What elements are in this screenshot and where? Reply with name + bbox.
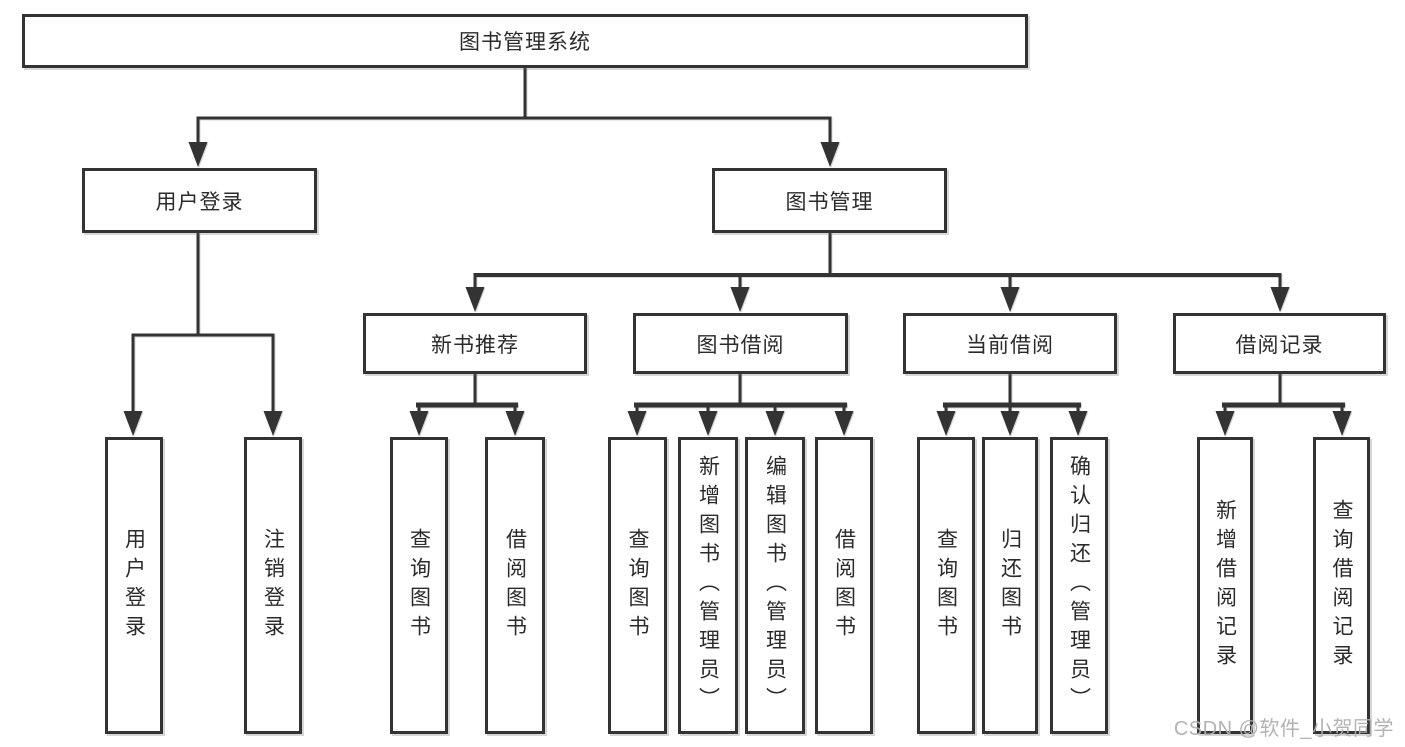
node-current-borrowing: 当前借阅 bbox=[903, 313, 1117, 374]
node-root-system: 图书管理系统 bbox=[22, 14, 1028, 68]
leaf-label: 查询图书 bbox=[934, 527, 958, 644]
leaf-label: 借阅图书 bbox=[503, 527, 527, 644]
leaf-add-borrow-record: 新增借阅记录 bbox=[1197, 437, 1253, 734]
leaf-label: 新增借阅记录 bbox=[1213, 498, 1237, 673]
leaf-query-books-borrowing: 查询图书 bbox=[608, 437, 667, 734]
node-book-borrowing: 图书借阅 bbox=[633, 313, 848, 374]
leaf-edit-books-admin: 编辑图书（管理员） bbox=[745, 437, 805, 734]
node-new-book-recommend: 新书推荐 bbox=[363, 313, 587, 374]
leaf-label: 新增图书（管理员） bbox=[696, 455, 720, 716]
leaf-label: 查询图书 bbox=[626, 527, 649, 644]
leaf-borrow-books: 借阅图书 bbox=[815, 437, 873, 734]
leaf-query-books-current: 查询图书 bbox=[917, 437, 975, 734]
leaf-label: 用户登录 bbox=[122, 527, 146, 644]
leaf-return-books: 归还图书 bbox=[982, 437, 1038, 734]
csdn-watermark: CSDN @软件_小贺同学 bbox=[1173, 718, 1394, 740]
leaf-label: 查询图书 bbox=[407, 527, 431, 644]
leaf-logout: 注销登录 bbox=[244, 437, 302, 734]
leaf-add-books-admin: 新增图书（管理员） bbox=[678, 437, 738, 734]
node-book-management: 图书管理 bbox=[712, 168, 947, 233]
leaf-label: 查询借阅记录 bbox=[1330, 498, 1353, 673]
leaf-label: 注销登录 bbox=[261, 527, 285, 644]
leaf-label: 归还图书 bbox=[998, 527, 1022, 644]
leaf-confirm-return-admin: 确认归还（管理员） bbox=[1050, 437, 1108, 734]
leaf-query-books-recommend: 查询图书 bbox=[390, 437, 448, 734]
leaf-query-borrow-record: 查询借阅记录 bbox=[1313, 437, 1370, 734]
node-user-login-group: 用户登录 bbox=[82, 168, 317, 233]
leaf-label: 确认归还（管理员） bbox=[1067, 455, 1091, 716]
leaf-user-login: 用户登录 bbox=[105, 437, 163, 734]
leaf-label: 借阅图书 bbox=[832, 527, 856, 644]
node-borrowing-records: 借阅记录 bbox=[1173, 313, 1386, 374]
leaf-borrow-books-recommend: 借阅图书 bbox=[485, 437, 545, 734]
leaf-label: 编辑图书（管理员） bbox=[763, 455, 787, 716]
